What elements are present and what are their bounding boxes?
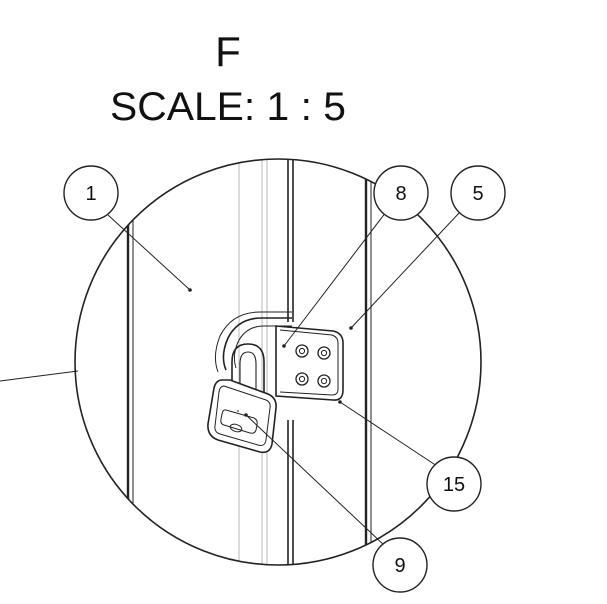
balloon-number: 15 [443,474,465,496]
detail-reference-leader [0,370,79,382]
scale-label: SCALE: 1 : 5 [110,85,346,129]
detail-boundary-circle [74,158,482,566]
hasp-plate-bevel [279,329,339,396]
balloon-1: 1 [63,165,119,221]
hasp-loop-edge [214,311,292,373]
leader-dot-15 [338,400,342,404]
balloon-number: 9 [394,555,405,577]
leader-dot-1 [188,288,192,292]
balloon-number: 5 [472,183,483,205]
balloon-9: 9 [372,537,428,593]
padlock-keyhole [229,423,243,433]
screw-icon [317,374,331,388]
screw-icon [295,344,309,358]
balloon-number: 1 [85,183,96,205]
view-label: F [215,28,241,75]
leader-line-15 [339,401,441,469]
hasp [214,311,344,401]
padlock-shackle-inner [239,351,257,394]
leader-dot-5 [349,326,353,330]
leader-line-5 [350,211,461,329]
leader-line-9 [245,414,386,547]
hasp-loop [222,317,292,371]
hasp-plate [275,325,344,401]
screw-icon [317,346,331,360]
padlock [207,343,277,454]
padlock-body-inner [214,385,271,446]
hasp-loop-inner [233,325,292,369]
screw-icon [295,372,309,386]
padlock-label-plate [220,409,258,434]
balloon-5: 5 [450,165,506,221]
balloon-number: 8 [395,183,406,205]
leader-dot-8 [282,344,286,348]
leader-line-8 [283,211,387,347]
leader-dot-9 [244,413,248,417]
balloon-8: 8 [373,165,429,221]
padlock-shackle [231,343,265,394]
leader-line-1 [107,214,191,291]
balloon-15: 15 [426,456,482,512]
